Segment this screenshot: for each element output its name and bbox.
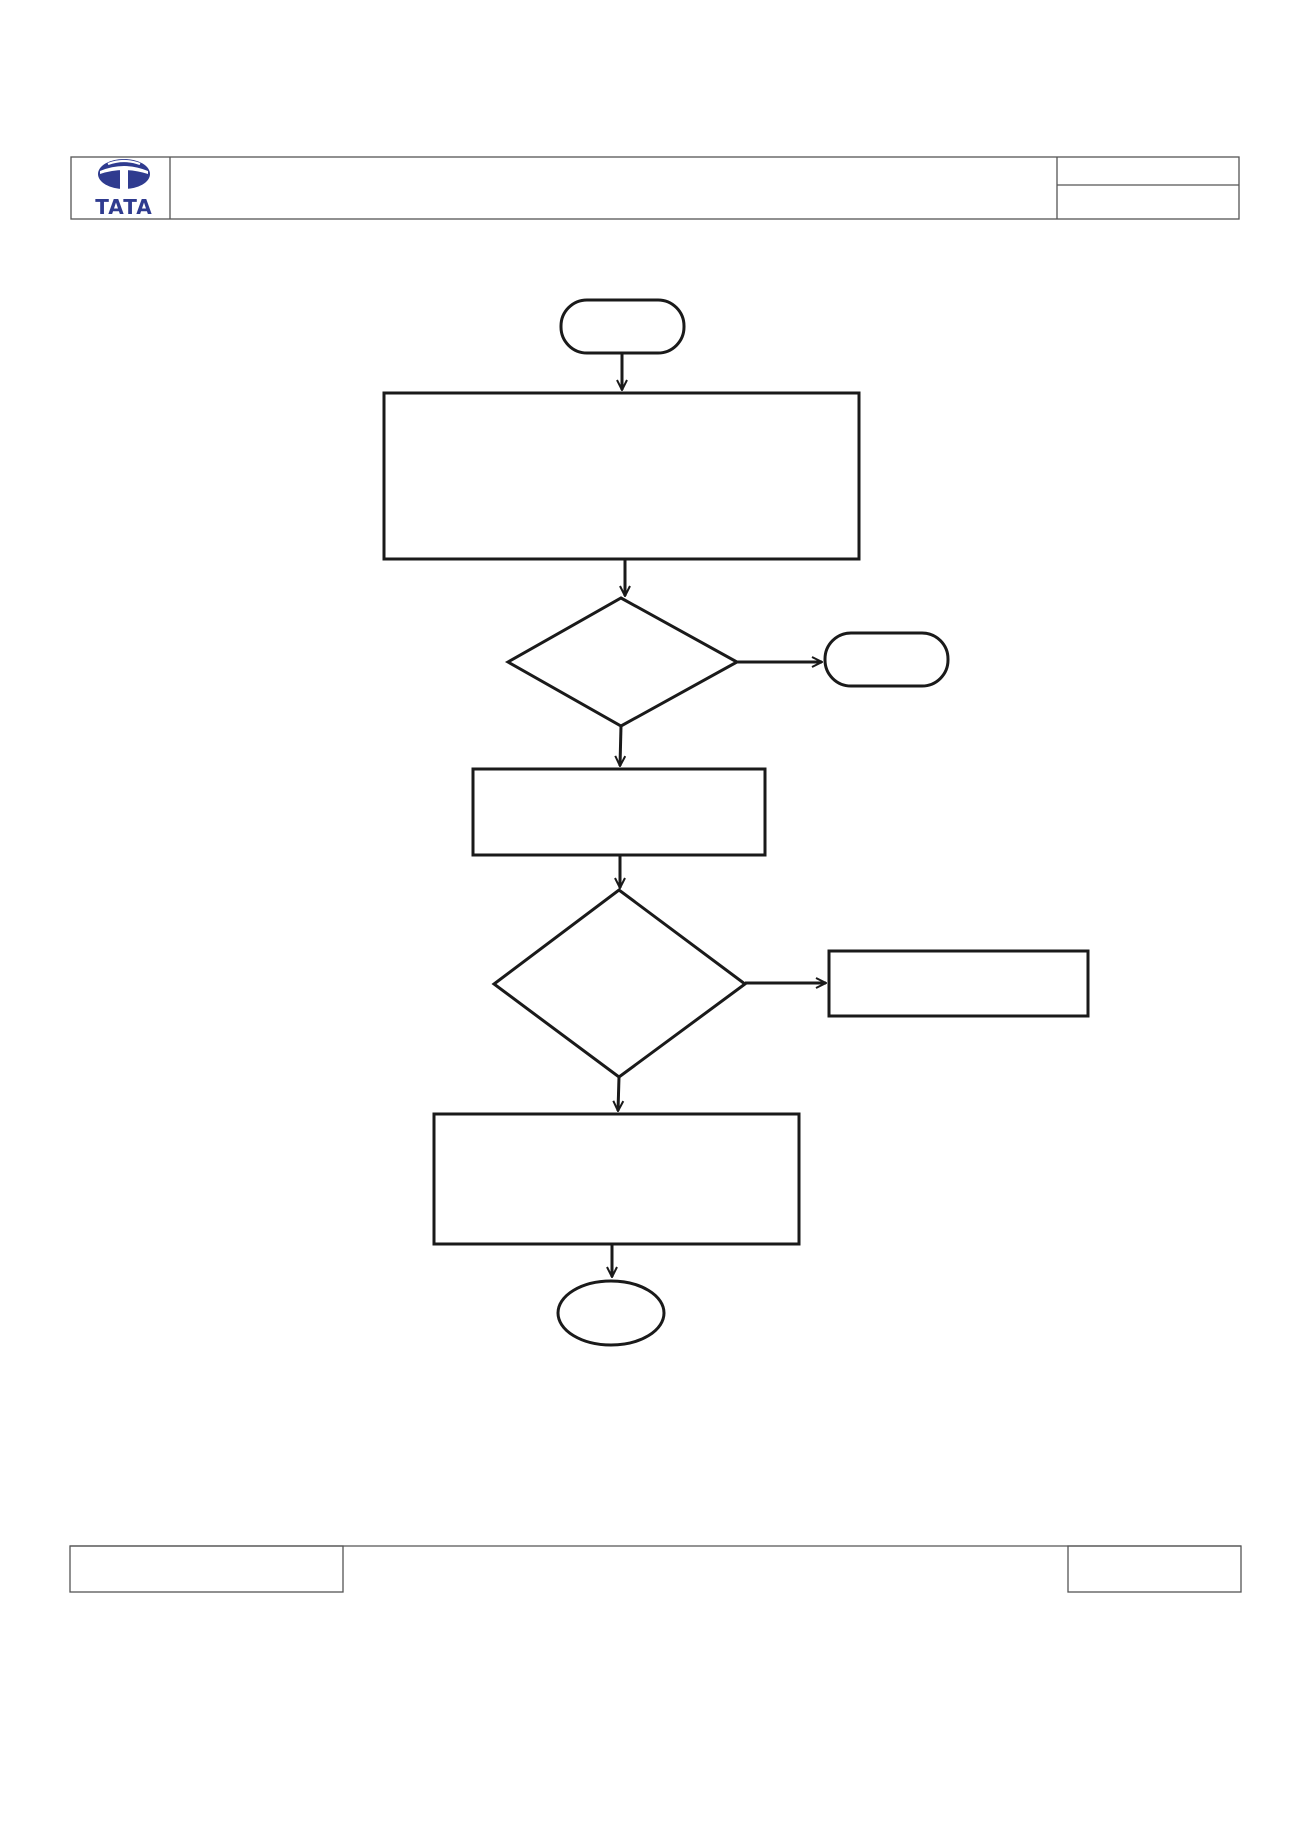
edge-decision-1-to-process-2	[620, 725, 621, 766]
node-start-terminal	[559, 298, 686, 355]
tata-logo: TATA	[95, 159, 153, 219]
node-process-1-box	[382, 391, 861, 561]
footer-table	[69, 1545, 1242, 1593]
header-table: TATA	[70, 156, 1240, 220]
edge-decision-2-to-process-3	[618, 1076, 619, 1111]
footer-left-cell	[69, 1545, 344, 1593]
node-exit-1-terminal	[823, 631, 950, 688]
logo-wordmark: TATA	[95, 195, 153, 219]
node-decision-1-diamond	[504, 596, 741, 728]
node-process-side-box	[827, 949, 1090, 1018]
footer-right-cell	[1067, 1545, 1242, 1593]
node-process-2-box	[471, 767, 767, 857]
header-frame	[70, 156, 1240, 220]
tata-emblem-icon	[98, 159, 150, 190]
flowchart	[382, 298, 1090, 1347]
node-end-connector	[556, 1279, 666, 1347]
node-decision-2-diamond	[491, 888, 748, 1079]
node-process-3-box	[432, 1112, 801, 1246]
